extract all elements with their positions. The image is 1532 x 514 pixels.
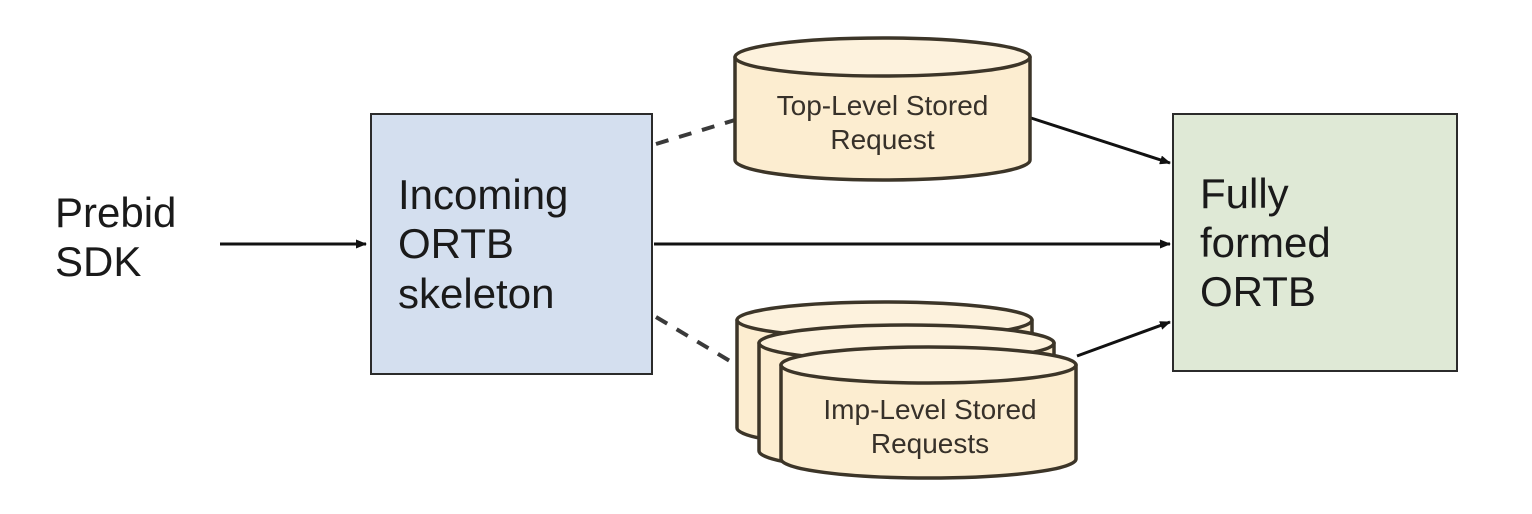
cylinder-stack-shape [735, 300, 1078, 480]
cylinder-front [779, 345, 1078, 480]
cylinder-shape [733, 36, 1032, 182]
edge-incoming-to-top-level-store [655, 118, 736, 146]
node-fully-formed-ortb: Fully formed ORTB [1172, 113, 1458, 372]
node-prebid-sdk: Prebid SDK [55, 189, 177, 286]
node-top-level-stored-request: Top-Level Stored Request [733, 36, 1032, 182]
node-imp-level-stored-requests: Imp-Level Stored Requests [735, 300, 1080, 480]
node-fully-formed-ortb-label: Fully formed ORTB [1200, 169, 1331, 316]
node-incoming-ortb-skeleton: Incoming ORTB skeleton [370, 113, 653, 375]
node-incoming-ortb-skeleton-label: Incoming ORTB skeleton [398, 171, 569, 317]
edge-incoming-to-imp-level-store [654, 315, 742, 369]
edge-imp-level-store-to-fully-formed [1076, 320, 1171, 358]
edge-top-level-store-to-fully-formed [1030, 116, 1171, 165]
